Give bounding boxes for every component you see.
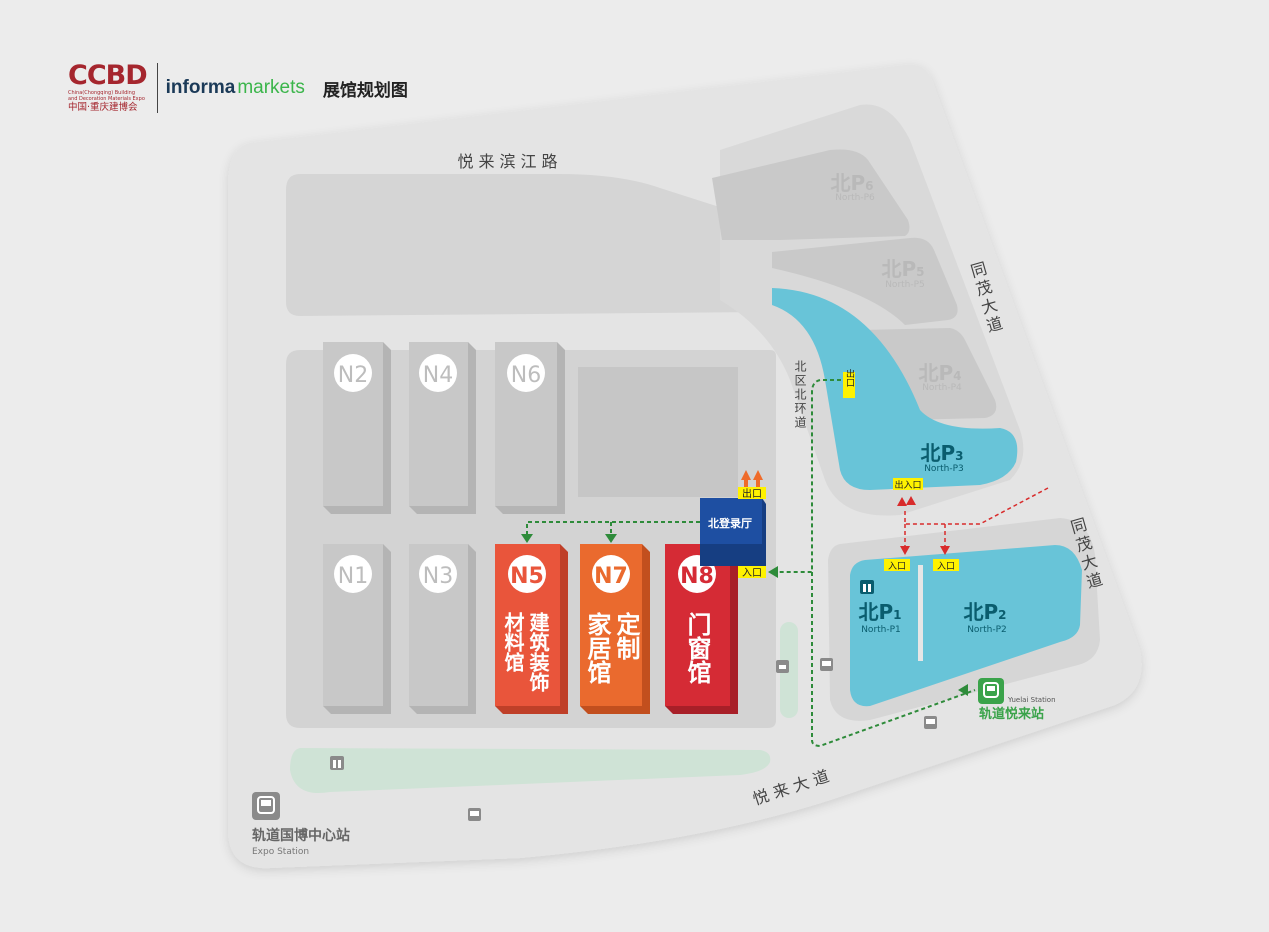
arrow-red-p2 xyxy=(940,546,950,555)
informa-brand: informa xyxy=(165,77,236,98)
bus-icon-southeast xyxy=(924,716,937,729)
metro-station-expo[interactable]: 轨道国博中心站 Expo Station xyxy=(252,792,350,857)
registration-hall xyxy=(700,498,762,544)
hall-n8-name: 门窗馆 xyxy=(683,611,711,685)
hall-n8-label: N8 xyxy=(680,564,714,589)
svg-text:北P5: 北P5 xyxy=(881,257,924,281)
path-green-south xyxy=(811,572,976,748)
bus-icon-east xyxy=(820,658,833,671)
lot-p5 xyxy=(772,237,958,325)
hall-n4-label: N4 xyxy=(423,363,453,388)
parking-p2[interactable]: 北P2 North-P2 xyxy=(963,600,1006,635)
parking-p6[interactable]: 北P6 North-P6 xyxy=(830,171,875,203)
svg-text:North-P3: North-P3 xyxy=(924,464,964,474)
registration-label: 北登录厅 xyxy=(708,516,752,530)
page-title: 展馆规划图 xyxy=(322,80,408,101)
svg-text:轨道国博中心站: 轨道国博中心站 xyxy=(252,827,350,844)
sign-entrance-p2: 入口 xyxy=(937,561,955,572)
parking-p3[interactable]: 北P3 North-P3 xyxy=(920,441,963,474)
svg-text:北P3: 北P3 xyxy=(920,441,963,465)
hall-n5-name-a: 材料馆 xyxy=(501,612,525,673)
metro-station-yuelai[interactable]: Yuelai Station 轨道悦来站 xyxy=(978,678,1056,722)
hall-n3-label: N3 xyxy=(423,564,453,589)
arrow-red-p1 xyxy=(900,546,910,555)
arrow-green-n7 xyxy=(605,534,617,543)
hall-number-circles xyxy=(334,354,716,593)
sign-entrance-registration: 入口 xyxy=(742,568,762,579)
hall-n1-label: N1 xyxy=(338,564,368,589)
path-green-north xyxy=(770,379,848,573)
road-inner: 北区北环道 xyxy=(793,360,807,430)
bus-icon-south xyxy=(468,808,481,821)
arrow-orange-exit-b xyxy=(753,470,763,480)
parking-p4[interactable]: 北P4 North-P4 xyxy=(918,361,962,393)
hall-n2-label: N2 xyxy=(338,363,368,388)
svg-text:North-P6: North-P6 xyxy=(835,193,875,203)
sign-exit-entrance-p3: 出入口 xyxy=(894,479,921,491)
hall-n7-label: N7 xyxy=(594,564,628,589)
arrow-green-entrance xyxy=(768,566,778,578)
hall-n7-name-b: 定制 xyxy=(612,611,640,660)
svg-text:North-P5: North-P5 xyxy=(885,280,925,290)
sign-exit-channel: 出口 xyxy=(844,368,855,387)
north-lot xyxy=(286,174,770,316)
ccbd-logo: CCBD China(Chongqing) Building and Decor… xyxy=(68,60,148,113)
sign-exit-registration: 出口 xyxy=(742,487,762,500)
lot-p6 xyxy=(712,149,910,240)
svg-text:Yuelai Station: Yuelai Station xyxy=(1007,696,1056,704)
markets-brand: markets xyxy=(237,77,305,98)
header: CCBD China(Chongqing) Building and Decor… xyxy=(68,60,408,116)
svg-text:Expo Station: Expo Station xyxy=(252,847,309,857)
arrow-orange-exit-a xyxy=(741,470,751,480)
svg-text:北P6: 北P6 xyxy=(830,171,873,195)
arrow-green-n5 xyxy=(521,534,533,543)
arrow-red-p3-out xyxy=(897,497,907,506)
water-channel xyxy=(772,288,1018,490)
hall-n5-label: N5 xyxy=(510,564,544,589)
path-red-vehicle xyxy=(904,487,1049,525)
hall-n6-label: N6 xyxy=(511,363,541,388)
lot-divider xyxy=(918,565,923,661)
taxi-icon xyxy=(776,660,789,673)
hall-n5-name-b: 建筑装饰 xyxy=(526,611,550,692)
arrow-green-station xyxy=(958,684,968,696)
road-north: 悦来滨江路 xyxy=(457,152,562,171)
sign-entrance-p1: 入口 xyxy=(888,561,906,572)
path-green-hall xyxy=(526,521,700,536)
svg-text:轨道悦来站: 轨道悦来站 xyxy=(979,706,1044,722)
logo-divider xyxy=(156,63,158,113)
svg-text:North-P4: North-P4 xyxy=(922,383,962,393)
parking-p1[interactable]: 北P1 North-P1 xyxy=(858,600,901,635)
ccbd-cn: 中国·重庆建博会 xyxy=(68,102,138,113)
svg-text:North-P1: North-P1 xyxy=(861,625,901,635)
ccbd-mark: CCBD xyxy=(68,60,148,91)
toilet-icon-south xyxy=(330,756,344,770)
ccbd-sub: China(Chongqing) Building and Decoration… xyxy=(68,90,145,102)
svg-text:北P2: 北P2 xyxy=(963,600,1006,624)
svg-text:North-P2: North-P2 xyxy=(967,625,1007,635)
hall-n7-name-a: 家居馆 xyxy=(583,611,611,685)
parking-p5[interactable]: 北P5 North-P5 xyxy=(881,257,924,290)
svg-text:北P1: 北P1 xyxy=(858,600,901,624)
annex-step xyxy=(700,455,738,497)
svg-text:北P4: 北P4 xyxy=(918,361,961,385)
toilet-icon xyxy=(860,580,874,594)
green-belt-south xyxy=(290,748,771,794)
lot-p1-p2 xyxy=(850,545,1082,707)
